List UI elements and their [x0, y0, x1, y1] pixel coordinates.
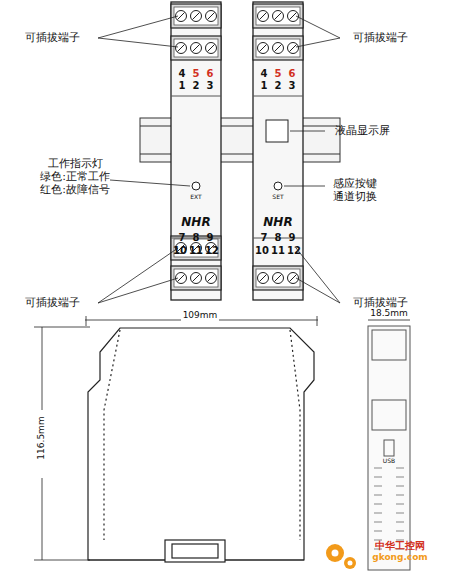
note: 红色:故障信号 — [40, 184, 110, 196]
pin-number: 1 — [261, 80, 268, 91]
part-label: 可插拔端子 — [25, 297, 80, 309]
pin-number: 4 — [261, 68, 268, 79]
pin-number: 3 — [289, 80, 296, 91]
watermark: gkong.com — [372, 553, 428, 563]
pin-number: 4 — [179, 68, 186, 79]
part-label: 通道切换 — [333, 191, 377, 203]
pin-number: 10 — [255, 245, 269, 256]
part-label: 工作指示灯 — [48, 158, 103, 170]
vent-slot — [374, 495, 382, 496]
part-label: 可插拔端子 — [353, 297, 408, 309]
watermark: 中华工控网 — [375, 540, 425, 551]
vent-slot — [374, 486, 382, 487]
pin-number: 12 — [287, 245, 301, 256]
pin-number: 11 — [271, 245, 285, 256]
pin-number: 5 — [193, 68, 200, 79]
pin-number: 1 — [179, 80, 186, 91]
button-label: SET — [272, 194, 283, 201]
pin-number: 10 — [173, 245, 187, 256]
vent-slot — [374, 504, 382, 505]
pin-number: 5 — [275, 68, 282, 79]
port-label: USB — [383, 458, 395, 465]
pin-number: 9 — [289, 232, 296, 243]
part-label: 感应按键 — [333, 178, 377, 190]
vent-slot — [396, 468, 404, 469]
pin-number: 8 — [275, 232, 282, 243]
pin-number: 6 — [289, 68, 296, 79]
logo: NHR — [181, 216, 210, 229]
vent-slot — [374, 477, 382, 478]
pin-number: 2 — [193, 80, 200, 91]
button-label: EXT — [190, 194, 201, 201]
vent-slot — [396, 495, 404, 496]
pin-number: 12 — [205, 245, 219, 256]
vent-slot — [396, 477, 404, 478]
vent-slot — [396, 504, 404, 505]
pin-number: 6 — [207, 68, 214, 79]
logo: NHR — [263, 216, 292, 229]
pin-number: 8 — [193, 232, 200, 243]
part-label: 液晶显示屏 — [335, 125, 390, 137]
pin-number: 11 — [189, 245, 203, 256]
vent-slot — [374, 468, 382, 469]
vent-slot — [396, 522, 404, 523]
pin-number: 3 — [207, 80, 214, 91]
dimension: 109mm — [181, 311, 220, 321]
vent-slot — [374, 513, 382, 514]
note: 绿色:正常工作 — [40, 171, 110, 183]
vent-slot — [396, 531, 404, 532]
vent-slot — [396, 513, 404, 514]
vent-slot — [374, 531, 382, 532]
pin-number: 9 — [207, 232, 214, 243]
dimension: 18.5mm — [370, 309, 408, 319]
vent-slot — [396, 486, 404, 487]
pin-number: 2 — [275, 80, 282, 91]
pin-number: 7 — [179, 232, 186, 243]
vent-slot — [374, 522, 382, 523]
part-label: 可插拔端子 — [25, 32, 80, 44]
part-label: 可插拔端子 — [353, 32, 408, 44]
dimension: 116.5mm — [37, 416, 47, 459]
pin-number: 7 — [261, 232, 268, 243]
